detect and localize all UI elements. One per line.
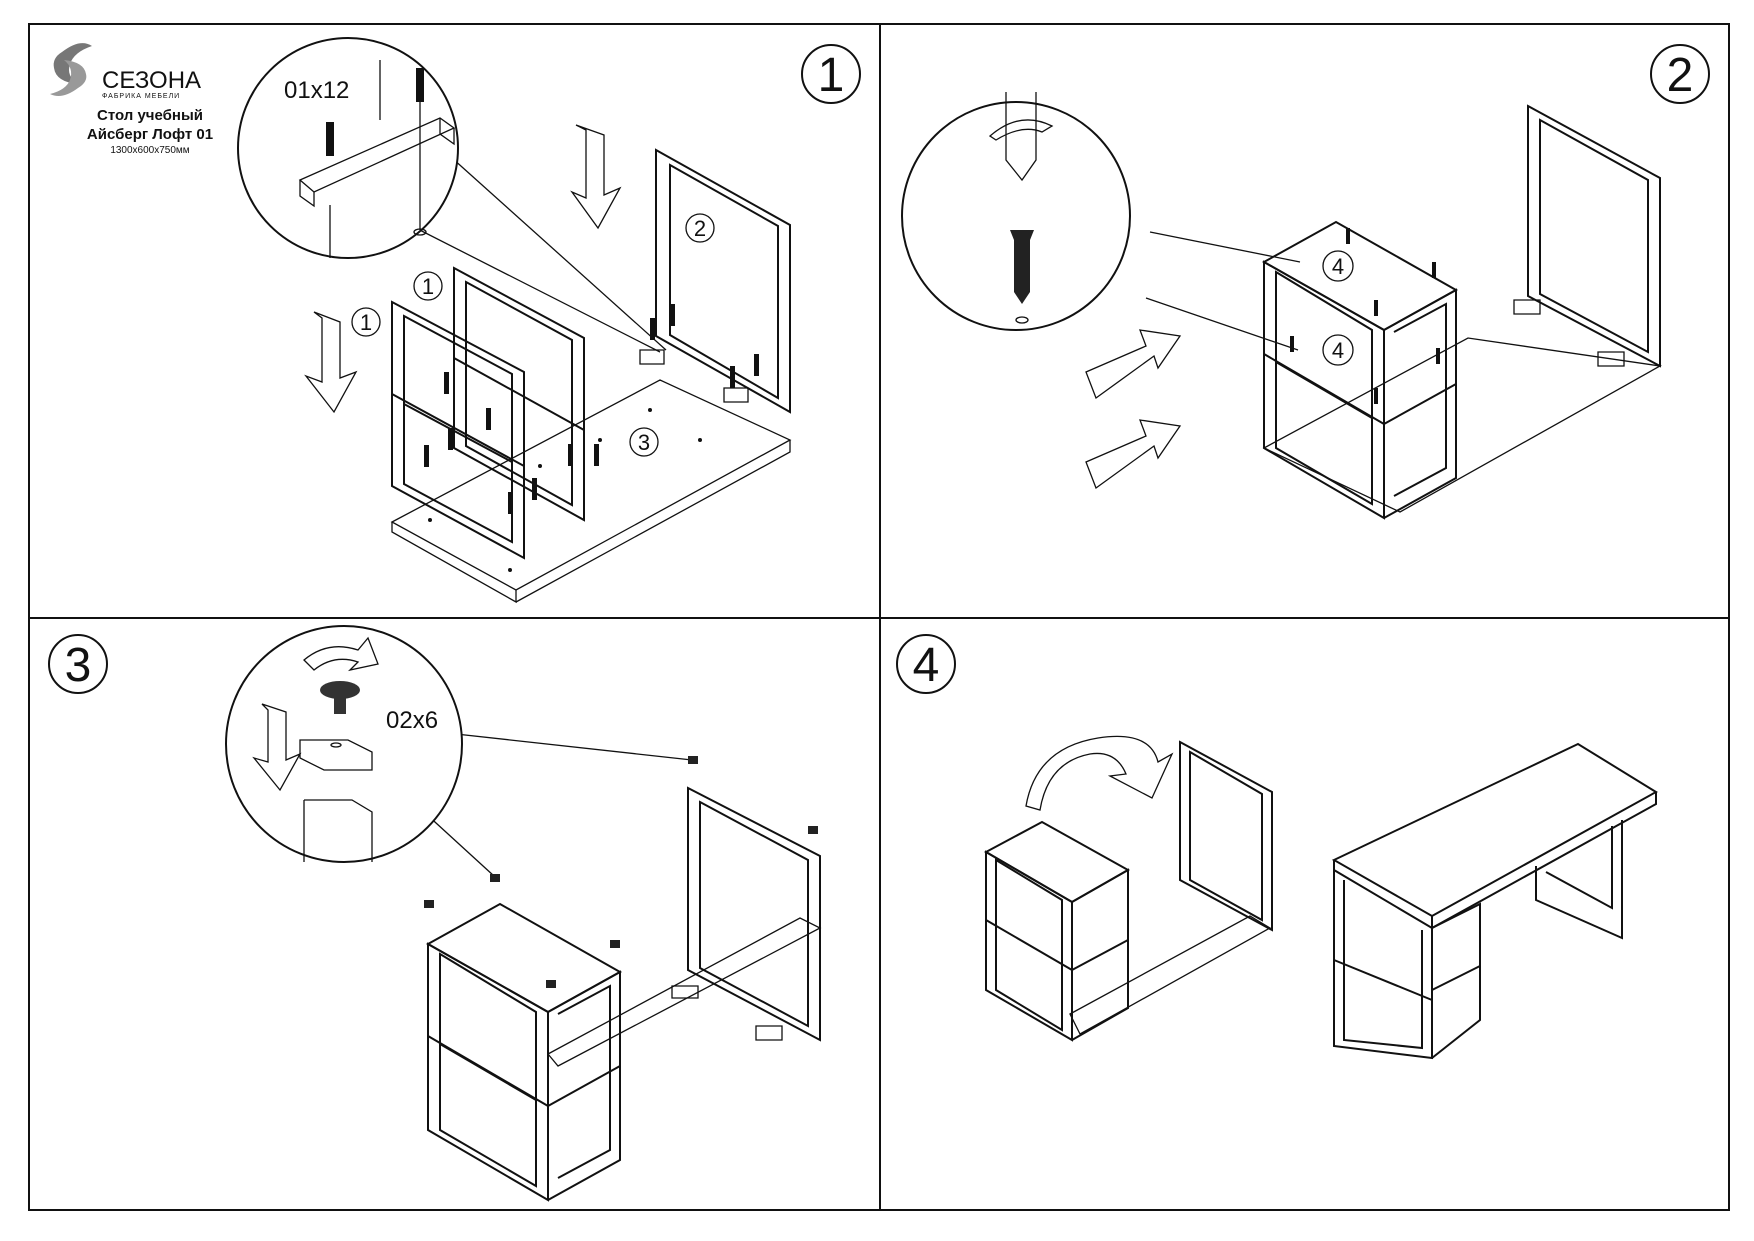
- leg-frame-right: [1513, 104, 1661, 368]
- right-arrow-icon: [1085, 419, 1182, 490]
- step-1-panel: 1 01x12: [237, 37, 861, 604]
- tabletop-panel: [546, 917, 822, 1067]
- down-arrow-icon: [252, 703, 302, 792]
- step-number: 4: [913, 639, 940, 692]
- panel-grid: [28, 23, 1730, 1211]
- down-arrow-icon: [304, 311, 358, 414]
- callout-1a: 1: [413, 271, 443, 301]
- callout-3: 3: [629, 427, 659, 457]
- svg-text:1: 1: [422, 274, 434, 299]
- assembled-frame-upside-down: [983, 740, 1273, 1042]
- finished-desk: [1331, 742, 1658, 1060]
- svg-text:4: 4: [1332, 338, 1344, 363]
- brand-name: СЕЗОНА: [102, 67, 201, 94]
- step-4-panel: 4: [896, 634, 1658, 1060]
- callout-4b: 4: [1322, 334, 1354, 366]
- tabletop-panel: [390, 379, 792, 604]
- svg-text:2: 2: [694, 216, 706, 241]
- brand-block: СЕЗОНА ФАБРИКА МЕБЕЛИ Стол учебный Айсбе…: [50, 43, 213, 156]
- shelf-unit: [1261, 220, 1459, 520]
- product-dimensions: 1300x600x750мм: [110, 145, 189, 156]
- shelf-frame-back: [453, 266, 585, 522]
- zoom-detail-circle: 01x12: [237, 37, 667, 353]
- callout-2: 2: [685, 213, 715, 243]
- callout-4a: 4: [1322, 250, 1354, 282]
- fastener-code: 01x12: [284, 77, 349, 104]
- leg-frame-right: [639, 148, 791, 414]
- step-number: 3: [65, 639, 92, 692]
- svg-text:4: 4: [1332, 254, 1344, 279]
- right-arrow-icon: [1085, 329, 1182, 400]
- step-number: 1: [818, 49, 845, 102]
- fastener-code: 02x6: [386, 707, 438, 734]
- adjustable-foot-icon: [424, 756, 818, 988]
- brand-logo-icon: [50, 43, 92, 96]
- callout-1b: 1: [351, 307, 381, 337]
- step-badge: [1650, 44, 1710, 104]
- down-arrow-icon: [570, 124, 622, 230]
- product-name-line2: Айсберг Лофт 01: [87, 126, 213, 143]
- step-badge: [801, 44, 861, 104]
- shelf-frame-front: [391, 300, 599, 560]
- brand-tagline: ФАБРИКА МЕБЕЛИ: [102, 93, 180, 100]
- svg-text:3: 3: [638, 430, 650, 455]
- leg-frame-right: [671, 786, 821, 1042]
- product-name-line1: Стол учебный: [97, 107, 203, 124]
- shelf-unit: [425, 902, 623, 1202]
- step-3-panel: 3 02x6: [48, 625, 822, 1202]
- zoom-detail-circle: 02x6: [225, 625, 693, 877]
- step-badge: [48, 634, 108, 694]
- tabletop-panel: [1262, 337, 1662, 513]
- flip-arrow-icon: [1025, 735, 1174, 811]
- step-2-panel: 2: [901, 44, 1710, 520]
- svg-text:1: 1: [360, 310, 372, 335]
- step-number: 2: [1667, 49, 1694, 102]
- zoom-detail-circle: [901, 92, 1301, 351]
- step-badge: [896, 634, 956, 694]
